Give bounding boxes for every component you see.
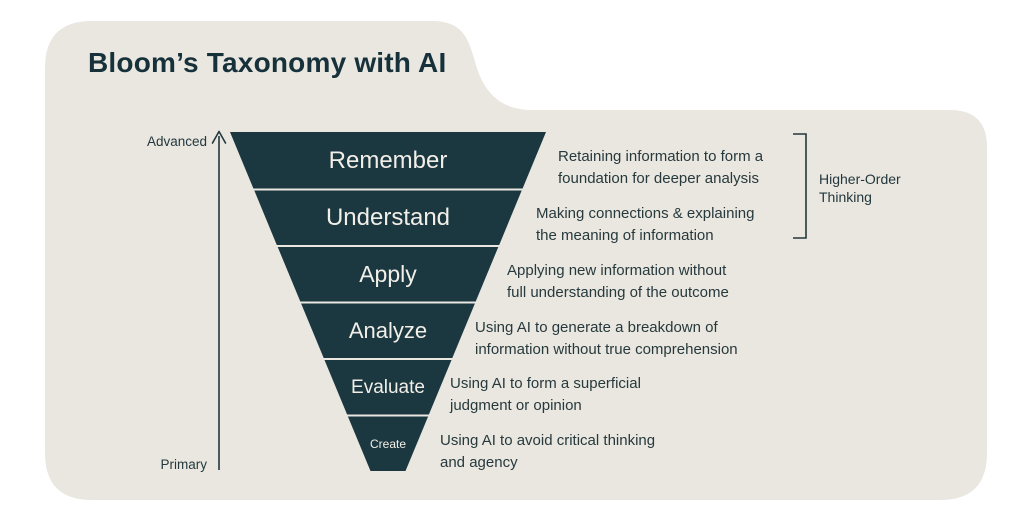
level-description-evaluate: Using AI to form a superficial judgment … [450,373,641,416]
level-label-apply: Apply [359,261,417,287]
description-line: Making connections & explaining [536,205,755,222]
level-label-analyze: Analyze [348,317,428,343]
description-line: full understanding of the outcome [507,283,729,301]
level-description-remember: Retaining information to form a foundati… [558,146,763,189]
description-line: Applying new information without [507,262,727,279]
funnel-band-create [347,416,429,471]
funnel-band-remember [230,132,546,189]
level-description-apply: Applying new information without full un… [507,260,729,303]
page-title: Bloom’s Taxonomy with AI [88,47,447,78]
description-line: Using AI to avoid critical thinking [440,432,656,449]
axis-arrow-up-icon [211,130,227,144]
level-description-analyze: Using AI to generate a breakdown of info… [475,317,738,360]
level-label-create: Create [369,436,407,451]
description-line: Retaining information to form a [558,148,764,165]
description-line: judgment or opinion [450,396,582,414]
funnel-band-analyze [301,303,475,358]
level-label-understand: Understand [325,203,451,231]
description-line: the meaning of information [536,226,714,244]
funnel-band-apply [277,247,499,302]
description-line: Using AI to form a superficial [450,375,641,392]
level-label-remember: Remember [328,146,448,174]
description-line: Using AI to generate a breakdown of [475,319,718,336]
description-line: information without true comprehension [475,340,738,358]
higher-order-thinking-label: Higher-Order Thinking [819,171,901,205]
description-line: foundation for deeper analysis [558,169,759,187]
description-line: and agency [440,453,518,471]
funnel-band-evaluate [324,360,452,415]
funnel-band-understand [254,190,522,245]
level-description-create: Using AI to avoid critical thinking and … [440,430,655,473]
axis-label-primary: Primary [160,457,208,472]
level-description-understand: Making connections & explaining the mean… [536,203,754,246]
higher-order-bracket-shape [793,133,807,239]
axis-label-advanced: Advanced [146,134,207,149]
level-label-evaluate: Evaluate [351,376,425,398]
